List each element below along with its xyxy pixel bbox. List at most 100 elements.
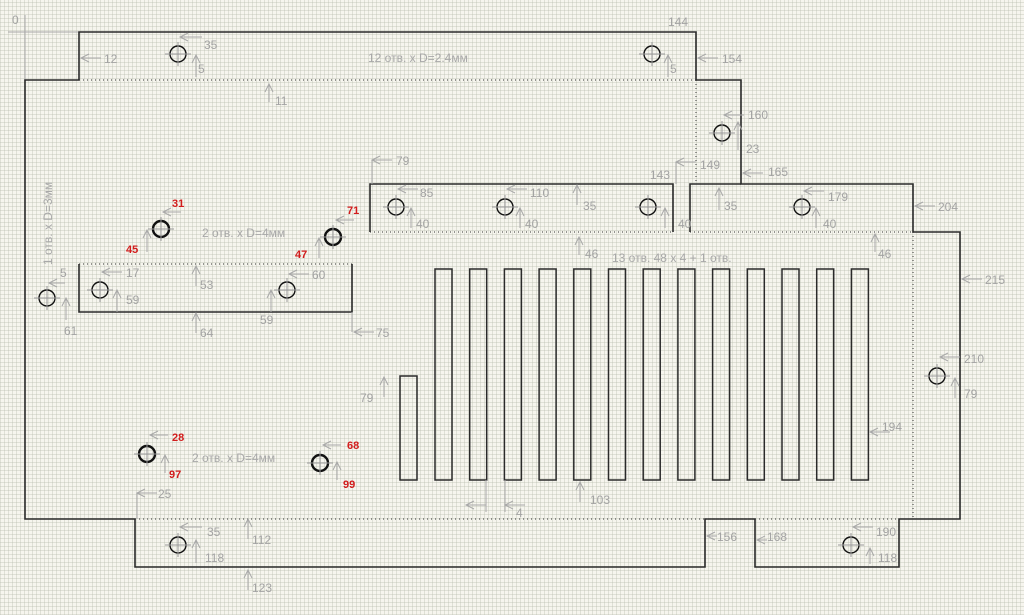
dimension-label: 154: [722, 52, 742, 66]
mounting-hole: [274, 278, 300, 302]
holes: [34, 42, 950, 557]
dimension-arrow: [733, 120, 743, 150]
dimension-label: 79: [964, 387, 978, 401]
dimension-label: 23: [746, 142, 760, 156]
dimension-arrow: [396, 184, 418, 194]
dimension-arrow: [574, 235, 584, 255]
dimension-arrow: [191, 53, 201, 77]
dimension-arrow: [160, 453, 170, 473]
dimension-arrow: [575, 480, 585, 502]
dimension-label: 118: [878, 551, 897, 565]
dimension-arrow: [191, 538, 201, 563]
dimension-arrow: [161, 207, 181, 217]
dimension-label: 194: [882, 420, 902, 434]
dimension-label: 60: [312, 268, 326, 282]
mounting-hole: [639, 42, 665, 66]
note-slots: 13 отв. 48 x 4 + 1 отв.: [612, 251, 732, 265]
dimension-arrow: [865, 546, 875, 564]
dimension-arrow: [321, 440, 341, 450]
dimension-arrow: [178, 32, 202, 42]
dimension-label: 144: [668, 15, 688, 29]
dimension-arrow: [663, 53, 673, 77]
dimension-arrow: [696, 53, 718, 63]
dimension-label: 4: [516, 506, 523, 520]
dimension-arrow: [950, 376, 960, 398]
dimension-label: 25: [158, 487, 172, 501]
dimension-label: 112: [252, 533, 271, 547]
vent-slot: [711, 268, 731, 481]
dimension-arrow: [660, 206, 670, 228]
dimension-arrow: [191, 311, 201, 333]
dimension-label: 35: [583, 199, 597, 213]
dimension-arrow: [79, 53, 101, 63]
mounting-hole: [492, 195, 518, 219]
dimension-arrow: [100, 267, 122, 277]
note-left-hole: 1 отв. x D=3мм: [41, 182, 55, 265]
vent-slot: [850, 268, 870, 481]
dimension-arrow: [264, 82, 274, 102]
dimension-arrow: [135, 488, 157, 498]
hole-coordinate-label: 99: [343, 479, 355, 491]
vent-slot: [434, 268, 453, 481]
dimension-arrow: [515, 206, 525, 228]
dimension-arrow: [148, 430, 168, 440]
dimension-arrow: [191, 264, 201, 286]
dimension-label: 40: [525, 217, 539, 231]
dimension-label: 204: [938, 200, 958, 214]
dimension-arrow: [851, 522, 873, 532]
dimension-label: 110: [530, 186, 549, 200]
hole-coordinate-label: 45: [126, 244, 138, 256]
dimension-label: 35: [204, 38, 218, 52]
inner-tabs: [78, 183, 741, 313]
dimension-arrow: [243, 568, 253, 590]
hole-coordinate-label: 68: [347, 440, 359, 452]
dimension-label: 59: [260, 313, 274, 327]
dimension-label: 5: [60, 266, 67, 280]
dimension-arrow: [741, 168, 763, 178]
dimension-arrow: [352, 327, 374, 337]
vent-slot: [746, 268, 766, 481]
board-outline: [24, 31, 961, 568]
mounting-hole: [789, 195, 815, 219]
dimension-label: 149: [700, 158, 720, 172]
tab-left: [78, 264, 353, 313]
dimension-label: 59: [126, 293, 140, 307]
dimension-arrow: [370, 155, 392, 165]
hole-coordinate-label: 31: [172, 198, 184, 210]
dimension-label: 5: [198, 62, 205, 76]
dimension-arrow: [505, 184, 527, 194]
dimension-arrow: [266, 288, 276, 312]
dimension-label: 46: [878, 247, 892, 261]
note-top-holes: 12 отв. x D=2.4мм: [368, 51, 468, 65]
dimension-label: 215: [985, 273, 1005, 287]
dimension-arrow: [47, 278, 65, 288]
vent-slots: [399, 268, 870, 481]
origin-marker: 0: [8, 13, 79, 80]
dimension-arrow: [112, 288, 122, 312]
dimension-label: 75: [376, 326, 390, 340]
dimension-arrow: [722, 110, 744, 120]
vent-slot: [815, 268, 835, 481]
dimension-label: 103: [590, 493, 610, 507]
dimension-label: 35: [724, 199, 738, 213]
tab-middle: [369, 183, 674, 232]
dimension-arrow: [61, 296, 71, 320]
dimension-label: 11: [275, 94, 288, 108]
mounting-hole: [635, 195, 661, 219]
dimension-arrow: [334, 215, 354, 225]
vent-slot: [607, 268, 627, 481]
dimension-arrow: [142, 228, 152, 252]
note-holes-lower: 2 отв. x D=4мм: [192, 451, 275, 465]
dimension-label: 85: [420, 186, 434, 200]
dimension-label: 40: [416, 217, 430, 231]
dimension-arrow: [314, 236, 324, 258]
mounting-hole: [320, 225, 346, 249]
dimension-arrow: [755, 535, 767, 545]
vent-slot: [677, 268, 696, 481]
dimension-arrow: [870, 232, 880, 252]
vent-slot: [781, 268, 800, 481]
dimension-label: 79: [360, 391, 374, 405]
vent-slot-short: [399, 375, 418, 481]
dimension-arrow: [938, 352, 960, 362]
